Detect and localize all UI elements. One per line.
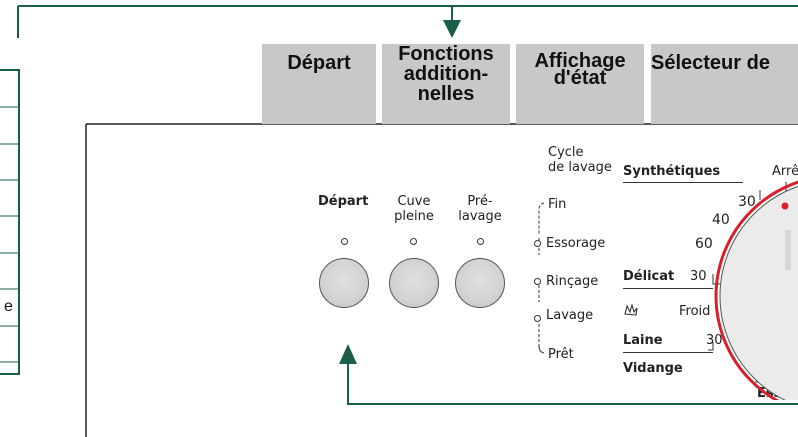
prelavage-label-line1: Pré-: [467, 194, 493, 209]
prelavage-button[interactable]: [455, 258, 505, 308]
status-fin: Fin: [548, 197, 567, 212]
cuve-pleine-label: Cuve pleine: [392, 194, 436, 224]
cycle-de-lavage-label: Cycle de lavage: [548, 145, 612, 175]
synthetiques-label: Synthétiques: [623, 164, 721, 179]
laine-underline: [623, 352, 713, 353]
left-table-fragment: e: [4, 298, 13, 315]
depart-label: Départ: [318, 194, 369, 209]
delicat-30-label: 30: [690, 269, 707, 284]
essorage-led: [534, 240, 541, 247]
program-dial[interactable]: [600, 170, 798, 400]
tab-selecteur: Sélecteur de: [651, 44, 798, 124]
status-essorage: Essorage: [546, 236, 606, 251]
delicat-underline: [623, 288, 713, 289]
tab-selecteur-label: Sélecteur de: [651, 52, 770, 74]
tab-fonctions-line3: nelles: [417, 83, 475, 105]
depart-button[interactable]: [319, 258, 369, 308]
prelavage-label: Pré- lavage: [457, 194, 503, 224]
cuve-label-line1: Cuve: [397, 194, 431, 209]
tab-fonctions-line2: addition-: [403, 63, 489, 85]
status-rincage: Rinçage: [546, 274, 599, 289]
tab-affichage-line1: Affichage: [534, 50, 626, 72]
laine-30-label: 30: [706, 333, 723, 348]
vidange-label: Vidange: [623, 361, 683, 376]
prelavage-led: [477, 238, 484, 245]
laine-label: Laine: [623, 333, 663, 348]
tab-affichage-line2: d'état: [553, 67, 607, 89]
temp-40-label: 40: [712, 212, 730, 228]
status-pret: Prêt: [548, 347, 574, 362]
tab-fonctions-line1: Fonctions: [398, 43, 494, 65]
cuve-pleine-led: [410, 238, 417, 245]
synthetiques-underline: [623, 182, 743, 183]
tab-fonctions-additionnelles: Fonctions addition- nelles: [382, 44, 510, 124]
arrow-up-icon: [339, 344, 357, 364]
cycle-label-line2: de lavage: [548, 160, 612, 175]
cuve-label-line2: pleine: [394, 209, 434, 224]
temp-60-label: 60: [695, 236, 713, 252]
cuve-pleine-button[interactable]: [389, 258, 439, 308]
depart-led: [341, 238, 348, 245]
handwash-icon: [623, 302, 638, 316]
tab-affichage-etat: Affichage d'état: [516, 44, 644, 124]
lavage-led: [534, 315, 541, 322]
rincage-led: [534, 278, 541, 285]
arret-label: Arrê: [772, 164, 798, 179]
cycle-label-line1: Cycle: [548, 145, 584, 160]
prelavage-label-line2: lavage: [458, 209, 502, 224]
status-lavage: Lavage: [546, 308, 594, 323]
tab-depart: Départ: [262, 44, 376, 124]
temp-30-label: 30: [738, 194, 756, 210]
tab-depart-label: Départ: [287, 52, 351, 74]
froid-label: Froid: [679, 304, 711, 319]
arrow-down-icon: [443, 20, 461, 38]
delicat-label: Délicat: [623, 269, 675, 284]
